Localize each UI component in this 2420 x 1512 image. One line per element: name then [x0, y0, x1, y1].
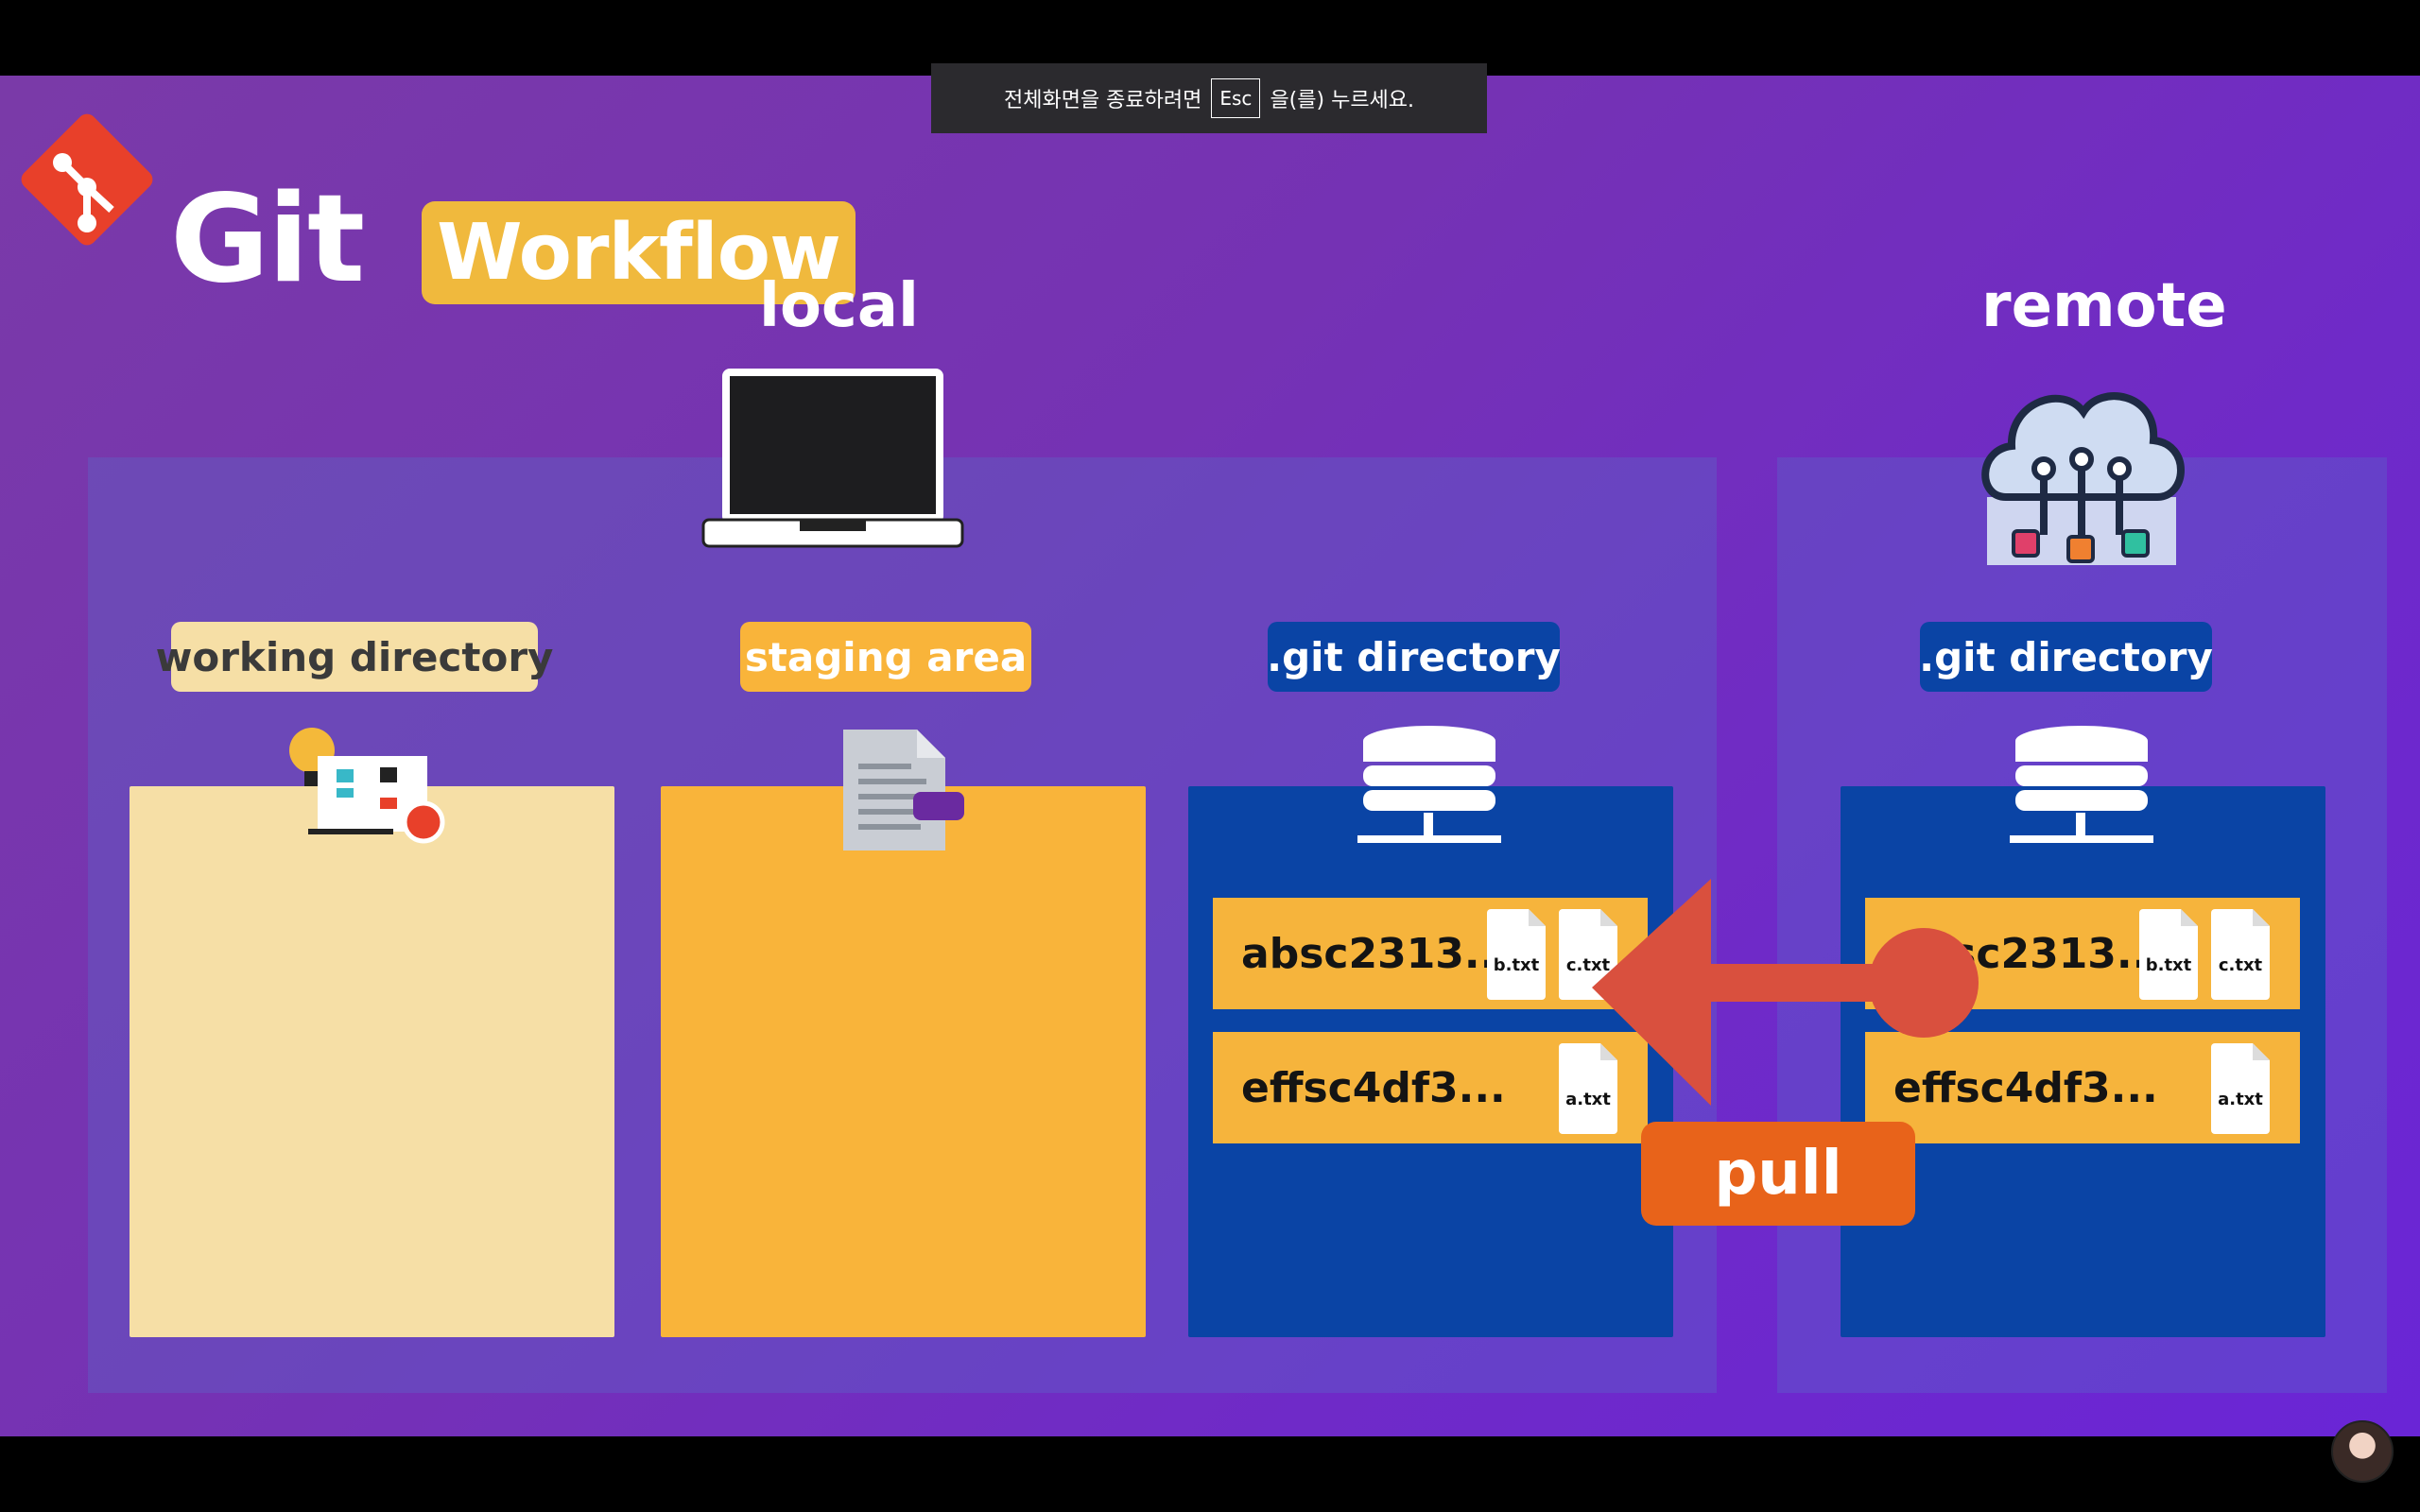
bottom-letterbox	[0, 1436, 2420, 1512]
remote-commit-row: effsc4df3... a.txt	[1865, 1032, 2300, 1143]
workflow-badge: Workflow	[422, 201, 856, 304]
document-icon	[843, 730, 964, 850]
laptop-icon	[701, 369, 964, 548]
pull-arrow-icon	[1592, 879, 1979, 1106]
whiteboard-icon	[289, 728, 445, 844]
remote-database-icon	[2010, 726, 2153, 843]
commit-hash: effsc4df3...	[1893, 1063, 2158, 1112]
file-icon: c.txt	[2211, 909, 2270, 1000]
pull-label: pull	[1641, 1122, 1915, 1226]
remote-title: remote	[1981, 271, 2227, 341]
notice-text-after: 을(를) 누르세요.	[1270, 89, 1415, 112]
local-commit-row: absc2313... b.txt c.txt	[1213, 898, 1648, 1009]
notice-text-before: 전체화면을 종료하려면	[1003, 89, 1202, 112]
remote-git-directory-label: .git directory	[1919, 622, 2213, 692]
git-title: Git	[170, 169, 365, 310]
local-commit-row: effsc4df3... a.txt	[1213, 1032, 1648, 1143]
top-letterbox	[0, 0, 2420, 76]
commit-hash: absc2313...	[1241, 929, 1512, 978]
avatar[interactable]	[2331, 1420, 2394, 1483]
database-icon	[1357, 726, 1501, 843]
commit-hash: effsc4df3...	[1241, 1063, 1506, 1112]
esc-key-hint: Esc	[1211, 78, 1261, 118]
file-icon: b.txt	[1487, 909, 1546, 1000]
file-icon: a.txt	[2211, 1043, 2270, 1134]
working-directory-box	[130, 786, 614, 1337]
video-frame[interactable]: Git Workflow local remote working direct…	[0, 76, 2420, 1436]
git-logo-icon	[21, 113, 153, 246]
staging-area-label: staging area	[740, 622, 1031, 692]
file-icon: b.txt	[2139, 909, 2198, 1000]
local-git-directory-label: .git directory	[1267, 622, 1561, 692]
file-icon: a.txt	[1559, 1043, 1617, 1134]
fullscreen-exit-notice: 전체화면을 종료하려면 Esc 을(를) 누르세요.	[931, 63, 1487, 133]
cloud-network-icon	[1981, 392, 2185, 565]
staging-area-box	[661, 786, 1146, 1337]
working-directory-label: working directory	[156, 622, 553, 692]
local-title: local	[759, 271, 919, 341]
